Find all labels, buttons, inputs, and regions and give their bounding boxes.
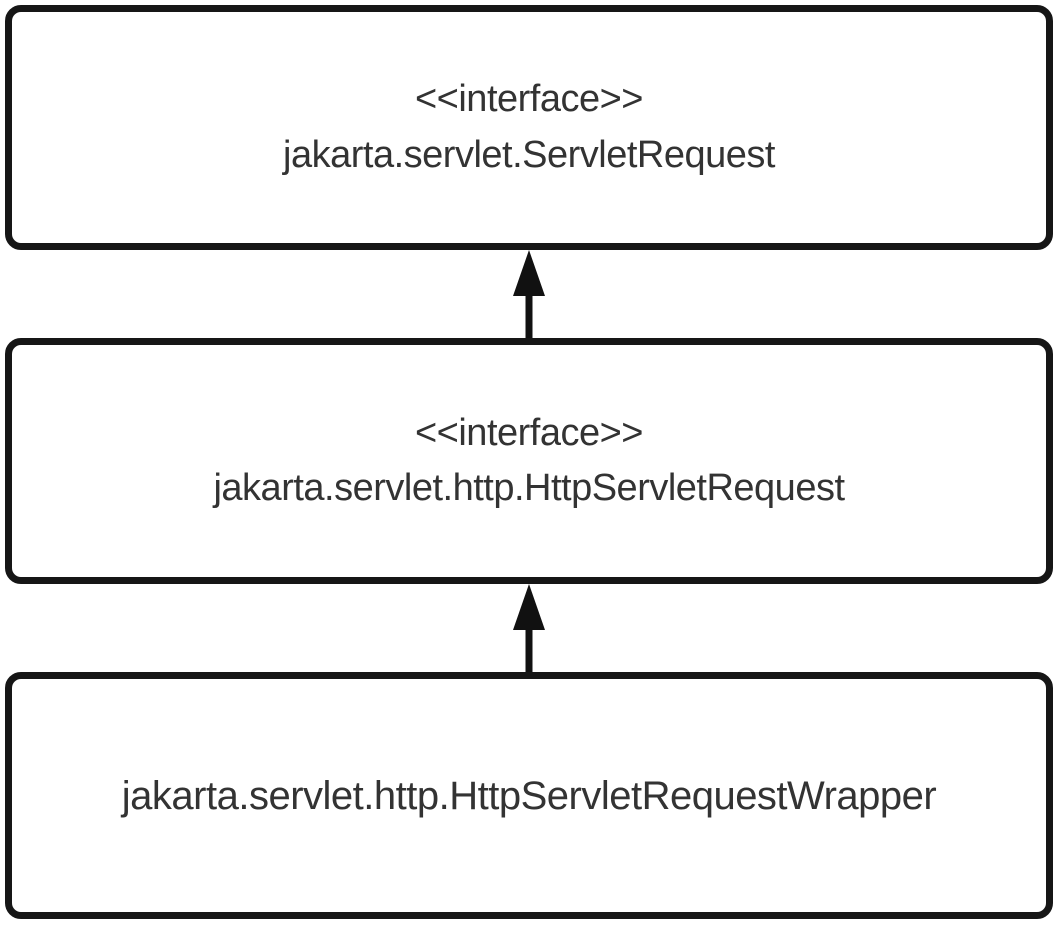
class-box-http-servlet-request-wrapper: jakarta.servlet.http.HttpServletRequestW…	[5, 672, 1053, 919]
inheritance-arrow-icon	[513, 584, 545, 672]
class-box-http-servlet-request: <<interface>> jakarta.servlet.http.HttpS…	[5, 338, 1053, 584]
class-box-servlet-request: <<interface>> jakarta.servlet.ServletReq…	[5, 5, 1053, 250]
stereotype-label: <<interface>>	[414, 78, 644, 121]
inheritance-arrow-icon	[513, 250, 545, 338]
class-name-label: jakarta.servlet.ServletRequest	[283, 133, 775, 176]
class-name-label: jakarta.servlet.http.HttpServletRequest	[213, 467, 845, 509]
class-name-label: jakarta.servlet.http.HttpServletRequestW…	[121, 773, 937, 818]
stereotype-label: <<interface>>	[414, 411, 644, 454]
